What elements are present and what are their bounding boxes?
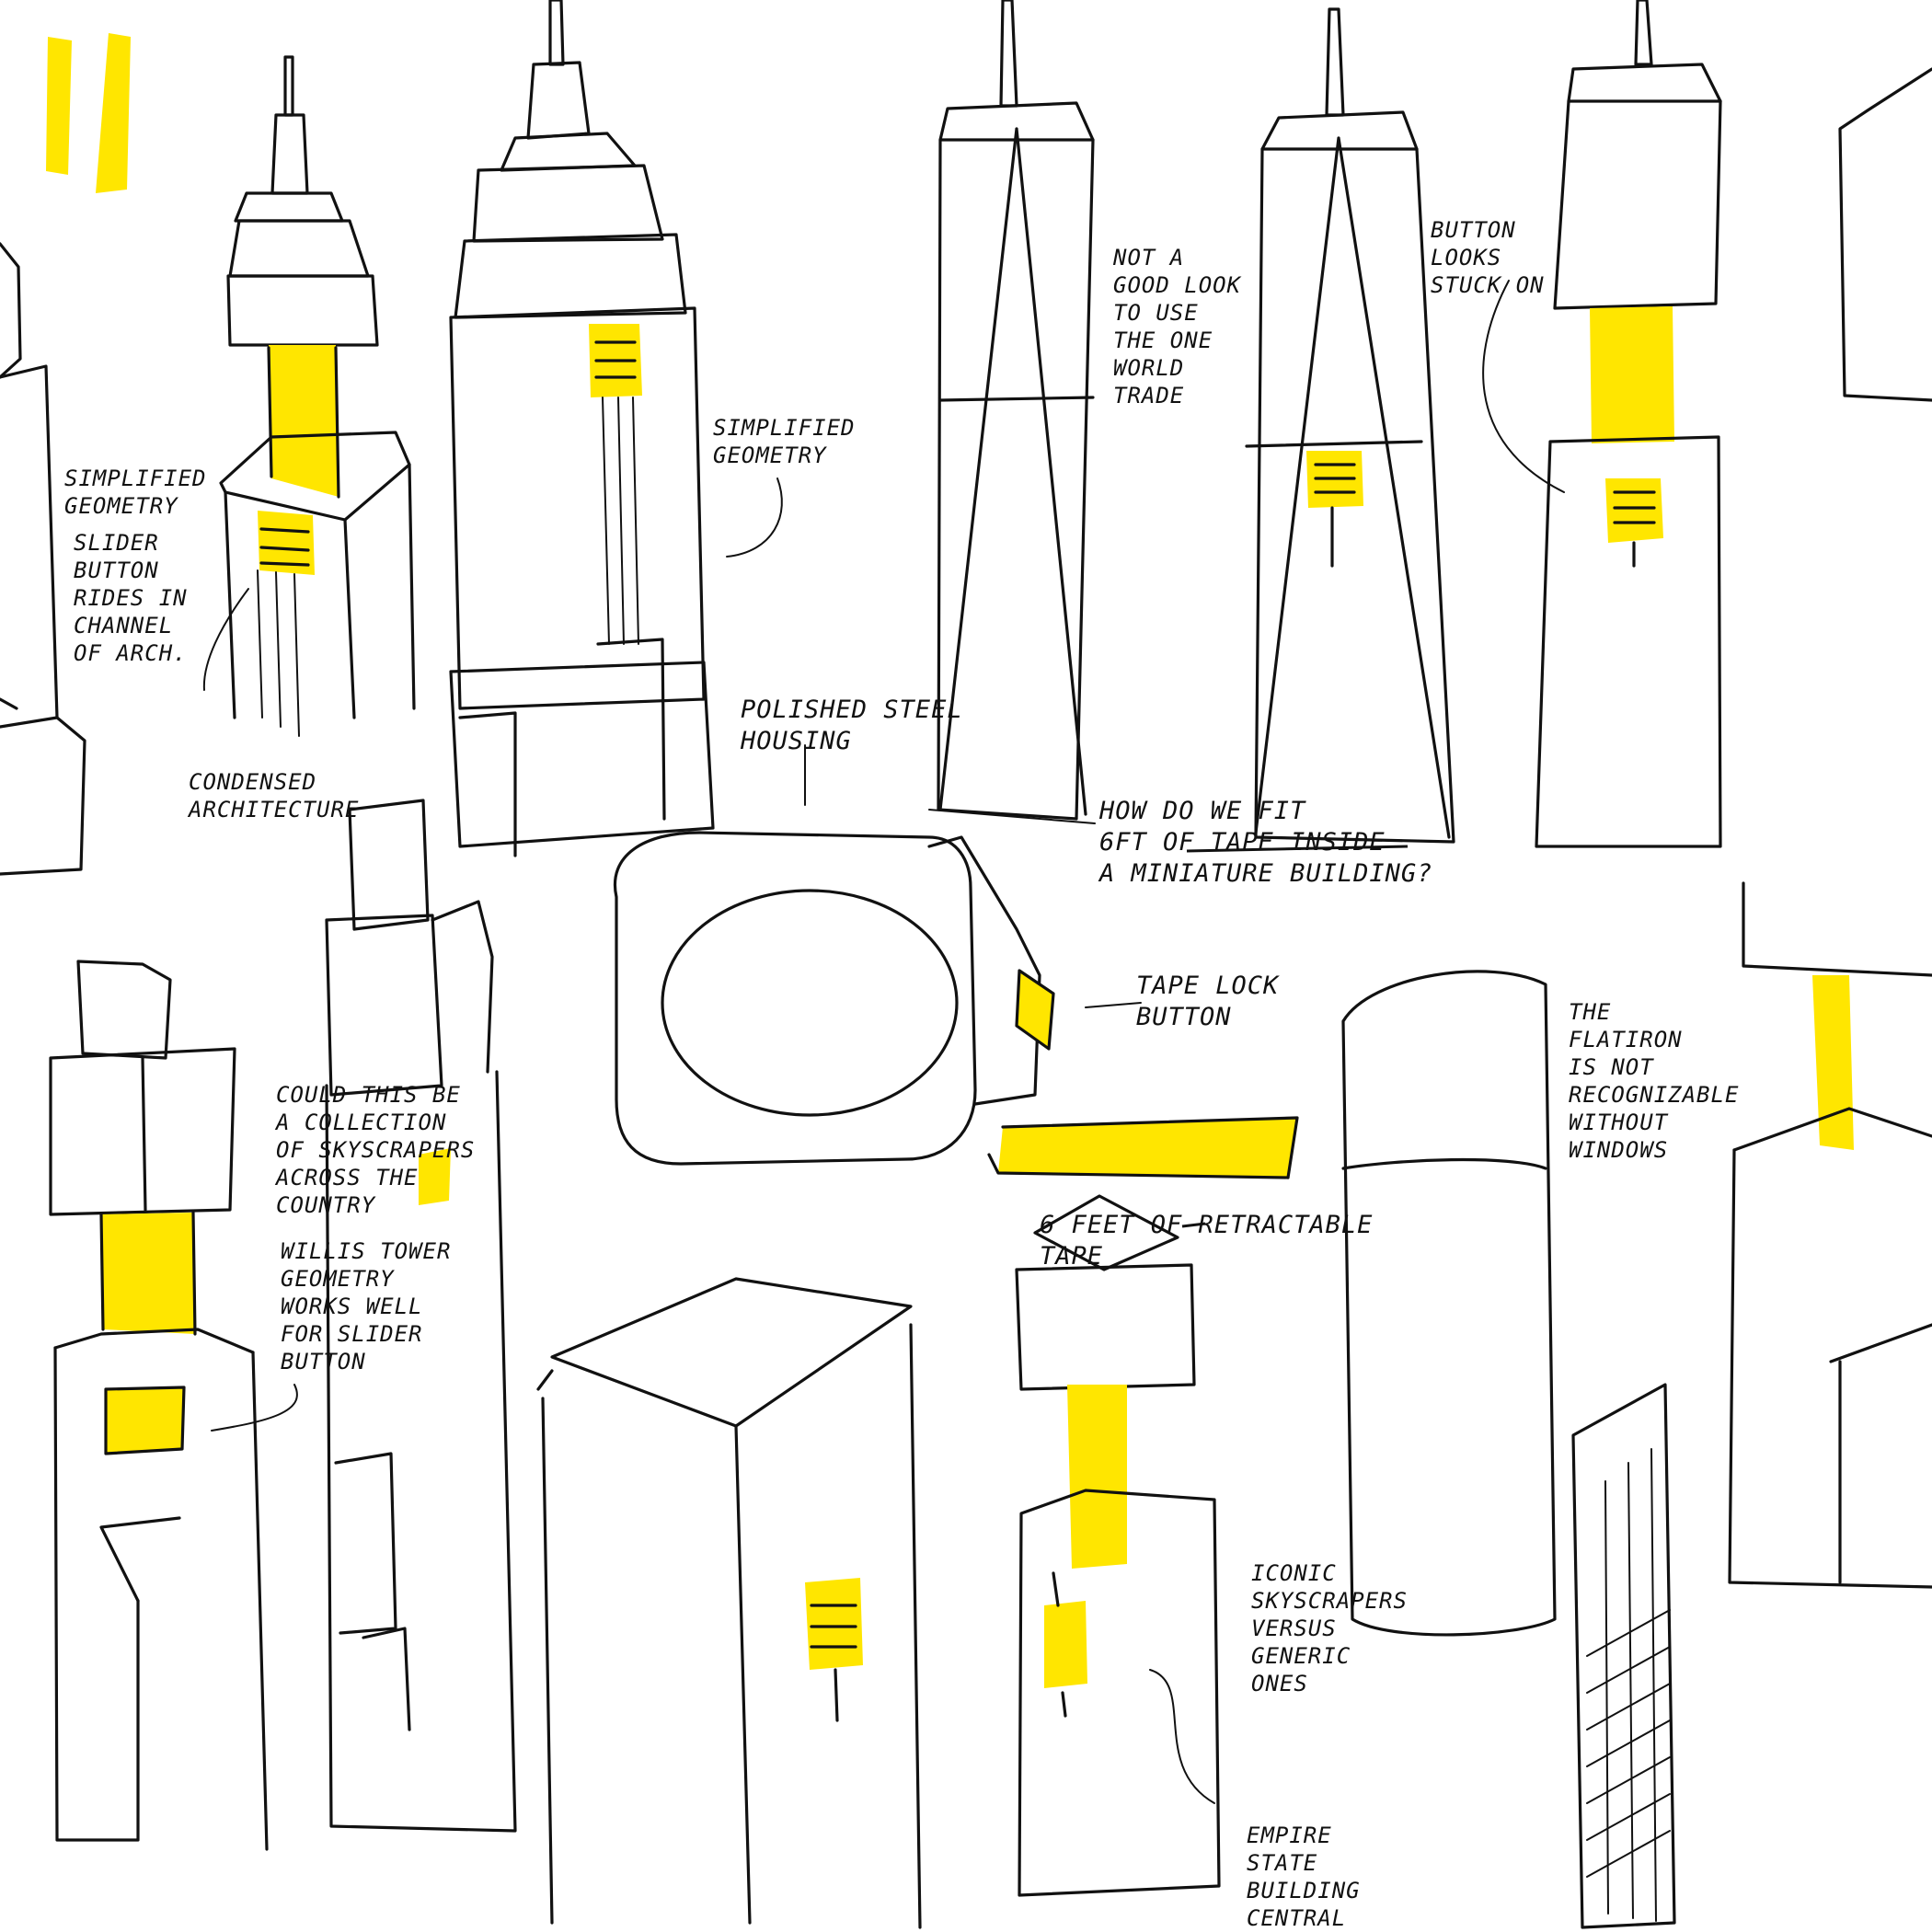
note-six-feet: 6 FEET OF RETRACTABLE TAPE [1040, 1211, 1374, 1271]
note-flatiron: THE FLATIRON IS NOT RECOGNIZABLE WITHOUT… [1569, 999, 1740, 1163]
one-world-trade-3 [1535, 0, 1722, 848]
partial-tower-right [1728, 67, 1932, 1589]
note-polished-steel: POLISHED STEEL HOUSING [741, 696, 963, 755]
flatiron-hatched [1571, 1383, 1676, 1929]
one-world-trade-1 [928, 0, 1096, 824]
tape-measure-housing [613, 831, 1299, 1179]
note-simplified-geometry-right: SIMPLIFIED GEOMETRY [713, 415, 856, 468]
empire-state-sketch-center [449, 0, 715, 857]
note-empire-state: EMPIRE STATE BUILDING CENTRAL [1247, 1823, 1361, 1931]
note-iconic-skyscrapers: ICONIC SKYSCRAPERS VERSUS GENERIC ONES [1251, 1560, 1408, 1696]
tape-tower [1015, 1194, 1221, 1897]
partial-tower-left [0, 242, 86, 876]
note-button-looks-stuck: BUTTON LOOKS STUCK ON [1431, 217, 1545, 298]
flatiron-cylinder [1341, 970, 1557, 1637]
willis-tower-sketch [49, 960, 269, 1851]
note-tape-lock-button: TAPE LOCK BUTTON [1136, 972, 1280, 1031]
note-condensed-architecture: CONDENSED ARCHITECTURE [189, 769, 360, 822]
note-simplified-geometry-left: SIMPLIFIED GEOMETRY [64, 466, 207, 519]
marker-swatches [46, 33, 131, 193]
empire-state-sketch-left [219, 55, 416, 737]
note-how-do-we-fit: HOW DO WE FIT 6FT OF TAPE INSIDE A MINIA… [1099, 797, 1433, 888]
note-collection: COULD THIS BE A COLLECTION OF SKYSCRAPER… [276, 1082, 476, 1218]
note-not-a-good-look: NOT A GOOD LOOK TO USE THE ONE WORLD TRA… [1113, 245, 1242, 408]
strike-marks [1181, 845, 1409, 1228]
condensed-architecture-cluster [325, 799, 517, 1833]
note-willis-tower: WILLIS TOWER GEOMETRY WORKS WELL FOR SLI… [281, 1238, 452, 1374]
box-tower-middle [536, 1277, 922, 1929]
one-world-trade-2 [1245, 7, 1455, 844]
leader-arrows [202, 280, 1565, 1804]
note-slider-button: SLIDER BUTTON RIDES IN CHANNEL OF ARCH. [74, 530, 188, 666]
